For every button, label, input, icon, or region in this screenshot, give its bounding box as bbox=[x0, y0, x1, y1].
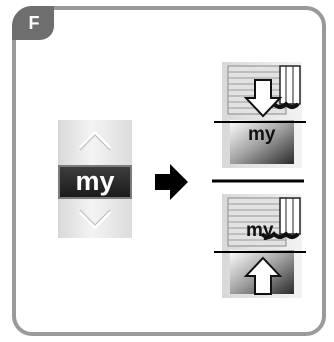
down-chevron-icon bbox=[78, 210, 112, 230]
step-badge: F bbox=[12, 6, 54, 40]
my-button-label: my bbox=[75, 166, 115, 196]
bottom-window-curtain bbox=[260, 197, 301, 239]
right-arrow-icon bbox=[155, 164, 188, 200]
top-window bbox=[214, 62, 306, 168]
bottom-window bbox=[214, 194, 306, 298]
bottom-up-arrow-icon bbox=[243, 256, 283, 295]
up-chevron-shadow bbox=[79, 134, 111, 151]
top-window-my-label: my bbox=[248, 124, 276, 145]
down-chevron-shadow bbox=[79, 209, 111, 226]
bottom-window-my-label: my bbox=[246, 220, 274, 241]
up-chevron-icon bbox=[78, 130, 112, 150]
top-window-glass bbox=[230, 120, 294, 164]
my-button[interactable]: my bbox=[58, 165, 132, 199]
top-down-arrow-icon bbox=[243, 79, 283, 118]
